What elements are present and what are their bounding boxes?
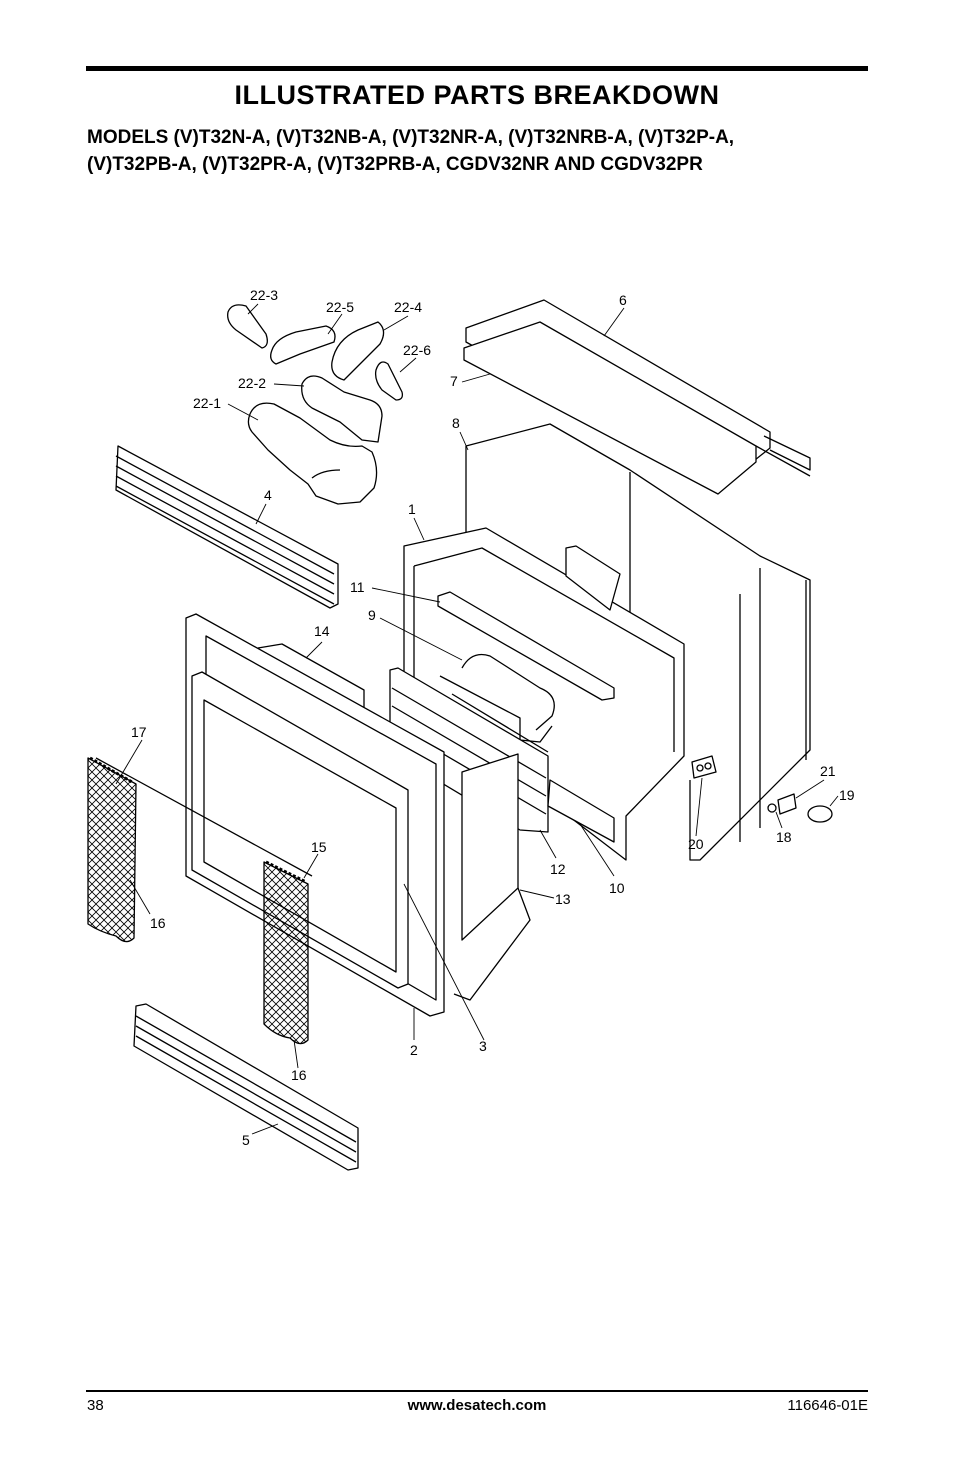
label-15: 15 [311,839,327,855]
part-8-outer-enclosure [465,423,811,861]
website-link[interactable]: www.desatech.com [407,1397,547,1414]
label-17: 17 [131,724,147,740]
part-18-21-switch [767,793,797,815]
log-22-1 [247,402,378,505]
document-number: 116646-01E [787,1397,868,1414]
log-22-6 [374,361,404,401]
page-title: ILLUSTRATED PARTS BREAKDOWN [234,80,720,110]
models-line-2: (V)T32PB-A, (V)T32PR-A, (V)T32PRB-A, CGD… [87,154,703,175]
label-10: 10 [609,880,625,896]
part-16-screen-left [87,756,137,943]
label-1: 1 [408,501,416,517]
log-22-3 [227,304,268,349]
label-16-right: 16 [291,1067,307,1083]
page-number: 38 [87,1397,104,1414]
label-21: 21 [820,763,836,779]
part-11-channel [437,591,615,701]
log-22-4 [331,321,385,381]
part-5-bottom-trim-rail [133,1003,359,1171]
part-17-screen-rod [95,757,313,877]
label-19: 19 [839,787,855,803]
bottom-rule [86,1390,868,1392]
part-19-cover-plate [807,805,833,823]
part-7-panel [463,321,811,495]
label-22-5: 22-5 [326,299,354,315]
label-22-2: 22-2 [238,375,266,391]
label-7: 7 [450,373,458,389]
part-20-junction-box [691,755,717,779]
part-3-glass-door [191,671,409,989]
models-line-1: MODELS (V)T32N-A, (V)T32NB-A, (V)T32NR-A… [87,127,735,148]
label-18: 18 [776,829,792,845]
label-16-left: 16 [150,915,166,931]
label-22-4: 22-4 [394,299,422,315]
part-4-top-trim-rail [115,445,339,609]
label-22-3: 22-3 [250,287,278,303]
models-heading: MODELS (V)T32N-A, (V)T32NB-A, (V)T32NR-A… [87,124,877,178]
label-22-6: 22-6 [403,342,431,358]
part-16-screen-right [263,860,309,1045]
label-13: 13 [555,891,571,907]
log-22-2 [301,375,383,443]
label-6: 6 [619,292,627,308]
label-12: 12 [550,861,566,877]
part-labels: 22-3 22-5 22-4 22-6 22-2 22-1 6 7 8 4 1 … [131,287,855,1148]
label-9: 9 [368,607,376,623]
label-2: 2 [410,1042,418,1058]
log-22-5 [270,325,336,365]
label-20: 20 [688,836,704,852]
label-8: 8 [452,415,460,431]
part-10-valve-tray [547,779,615,843]
label-5: 5 [242,1132,250,1148]
label-4: 4 [264,487,272,503]
label-14: 14 [314,623,330,639]
label-11: 11 [350,579,365,595]
part-13-side-panel [453,753,531,1001]
label-22-1: 22-1 [193,395,221,411]
label-3: 3 [479,1038,487,1054]
top-rule [86,66,868,71]
